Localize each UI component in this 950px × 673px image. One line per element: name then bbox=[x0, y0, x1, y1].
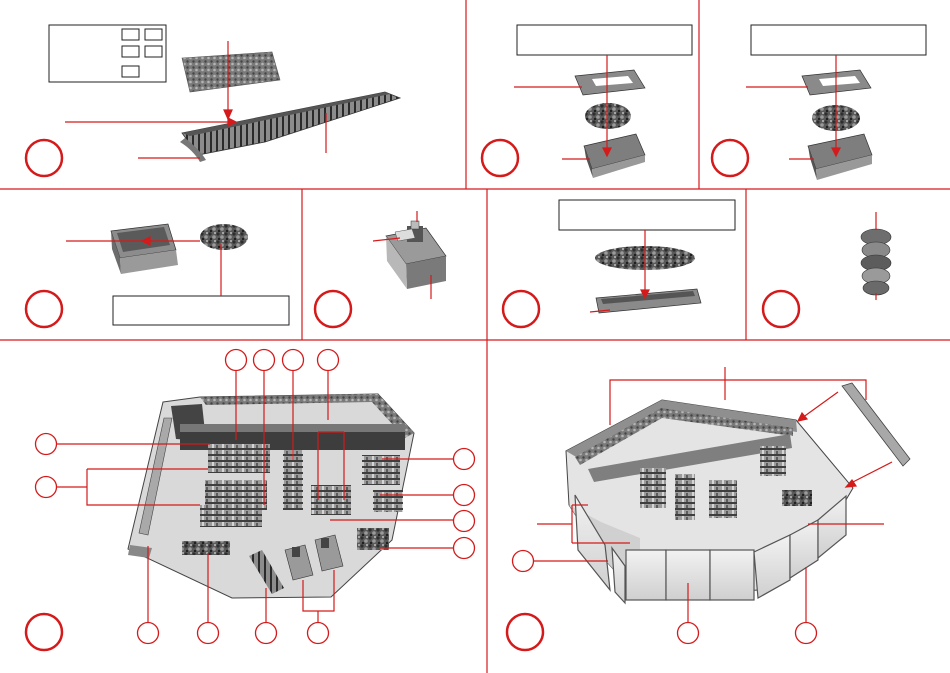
step-circle bbox=[482, 140, 518, 176]
panel-step-5 bbox=[315, 211, 446, 327]
step-circle bbox=[26, 291, 62, 327]
foliage-part bbox=[585, 103, 631, 129]
planter-box-part bbox=[808, 134, 872, 180]
parts-key-box bbox=[49, 25, 166, 82]
step-circle bbox=[26, 140, 62, 176]
stacked-rings-part bbox=[861, 229, 891, 295]
panel-step-9 bbox=[507, 367, 910, 650]
panel-step-7 bbox=[763, 212, 891, 327]
step-circle bbox=[315, 291, 351, 327]
label-box bbox=[751, 25, 926, 55]
step-circle bbox=[507, 614, 543, 650]
label-box bbox=[113, 296, 289, 325]
planter-box-part bbox=[584, 134, 645, 178]
panel-step-6 bbox=[503, 200, 735, 327]
trough-part bbox=[596, 289, 701, 313]
panel-step-1 bbox=[26, 25, 400, 176]
counter-part bbox=[386, 221, 446, 289]
step-circle bbox=[26, 614, 62, 650]
shop-exterior-model bbox=[566, 383, 910, 603]
step-circle bbox=[503, 291, 539, 327]
panel-step-4 bbox=[26, 224, 289, 327]
floor-mat-part bbox=[182, 52, 280, 92]
panel-step-3 bbox=[712, 25, 926, 180]
step-circle bbox=[763, 291, 799, 327]
label-box bbox=[517, 25, 692, 55]
label-box bbox=[559, 200, 735, 230]
panel-step-8 bbox=[26, 350, 475, 651]
flooring-strip-part bbox=[180, 92, 400, 162]
step-circle bbox=[712, 140, 748, 176]
foliage-part bbox=[200, 224, 248, 250]
planter-lid-part bbox=[575, 70, 645, 95]
open-box-part bbox=[111, 224, 178, 274]
shop-interior-model bbox=[128, 394, 414, 598]
panel-step-2 bbox=[482, 25, 692, 178]
